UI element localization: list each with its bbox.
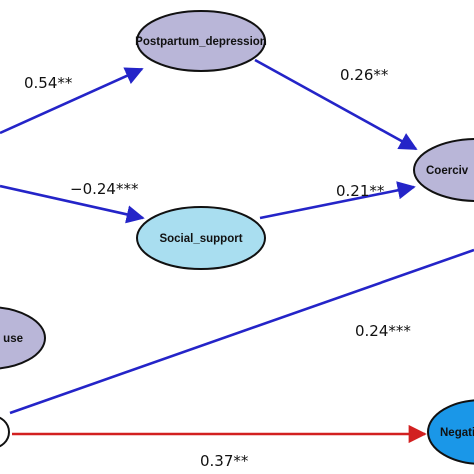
node-negative: Negativ <box>427 399 474 465</box>
coef-left-to-social-support: −0.24*** <box>70 180 139 198</box>
node-coercive-shape <box>413 138 474 202</box>
node-social-support-shape <box>136 206 266 270</box>
coef-bottom-to-coercive: 0.24*** <box>355 322 411 340</box>
node-postpartum-depression-shape <box>136 10 266 72</box>
coef-left-to-postpartum-depression: 0.54** <box>24 74 73 92</box>
node-coercive-label: Coerciv <box>426 165 469 177</box>
edge-bottom-to-coercive <box>9 248 474 415</box>
coef-bottom-to-negative: 0.37** <box>200 452 249 470</box>
node-negative-label: Negativ <box>440 427 474 439</box>
node-abuse-shape <box>0 306 46 370</box>
node-coercive: Coerciv <box>413 138 474 202</box>
node-social-support: Social_support <box>136 206 266 270</box>
edge-left-to-postpartum-depression <box>0 67 144 135</box>
edge-social-support-to-coercive <box>259 181 416 220</box>
node-abuse-label: use <box>3 333 23 345</box>
edge-postpartum-depression-to-coercive <box>254 58 418 151</box>
node-left-bottom-shape <box>0 416 10 448</box>
node-negative-shape <box>427 399 474 465</box>
node-left-bottom <box>0 416 10 448</box>
node-postpartum-depression: Postpartum_depression <box>135 10 267 72</box>
coef-social-support-to-coercive: 0.21** <box>336 182 385 200</box>
node-abuse: use <box>0 306 46 370</box>
node-social-support-label: Social_support <box>159 233 242 245</box>
node-postpartum-depression-label: Postpartum_depression <box>135 36 267 48</box>
edge-left-to-social-support <box>0 184 145 224</box>
coef-postpartum-depression-to-coercive: 0.26** <box>340 66 389 84</box>
